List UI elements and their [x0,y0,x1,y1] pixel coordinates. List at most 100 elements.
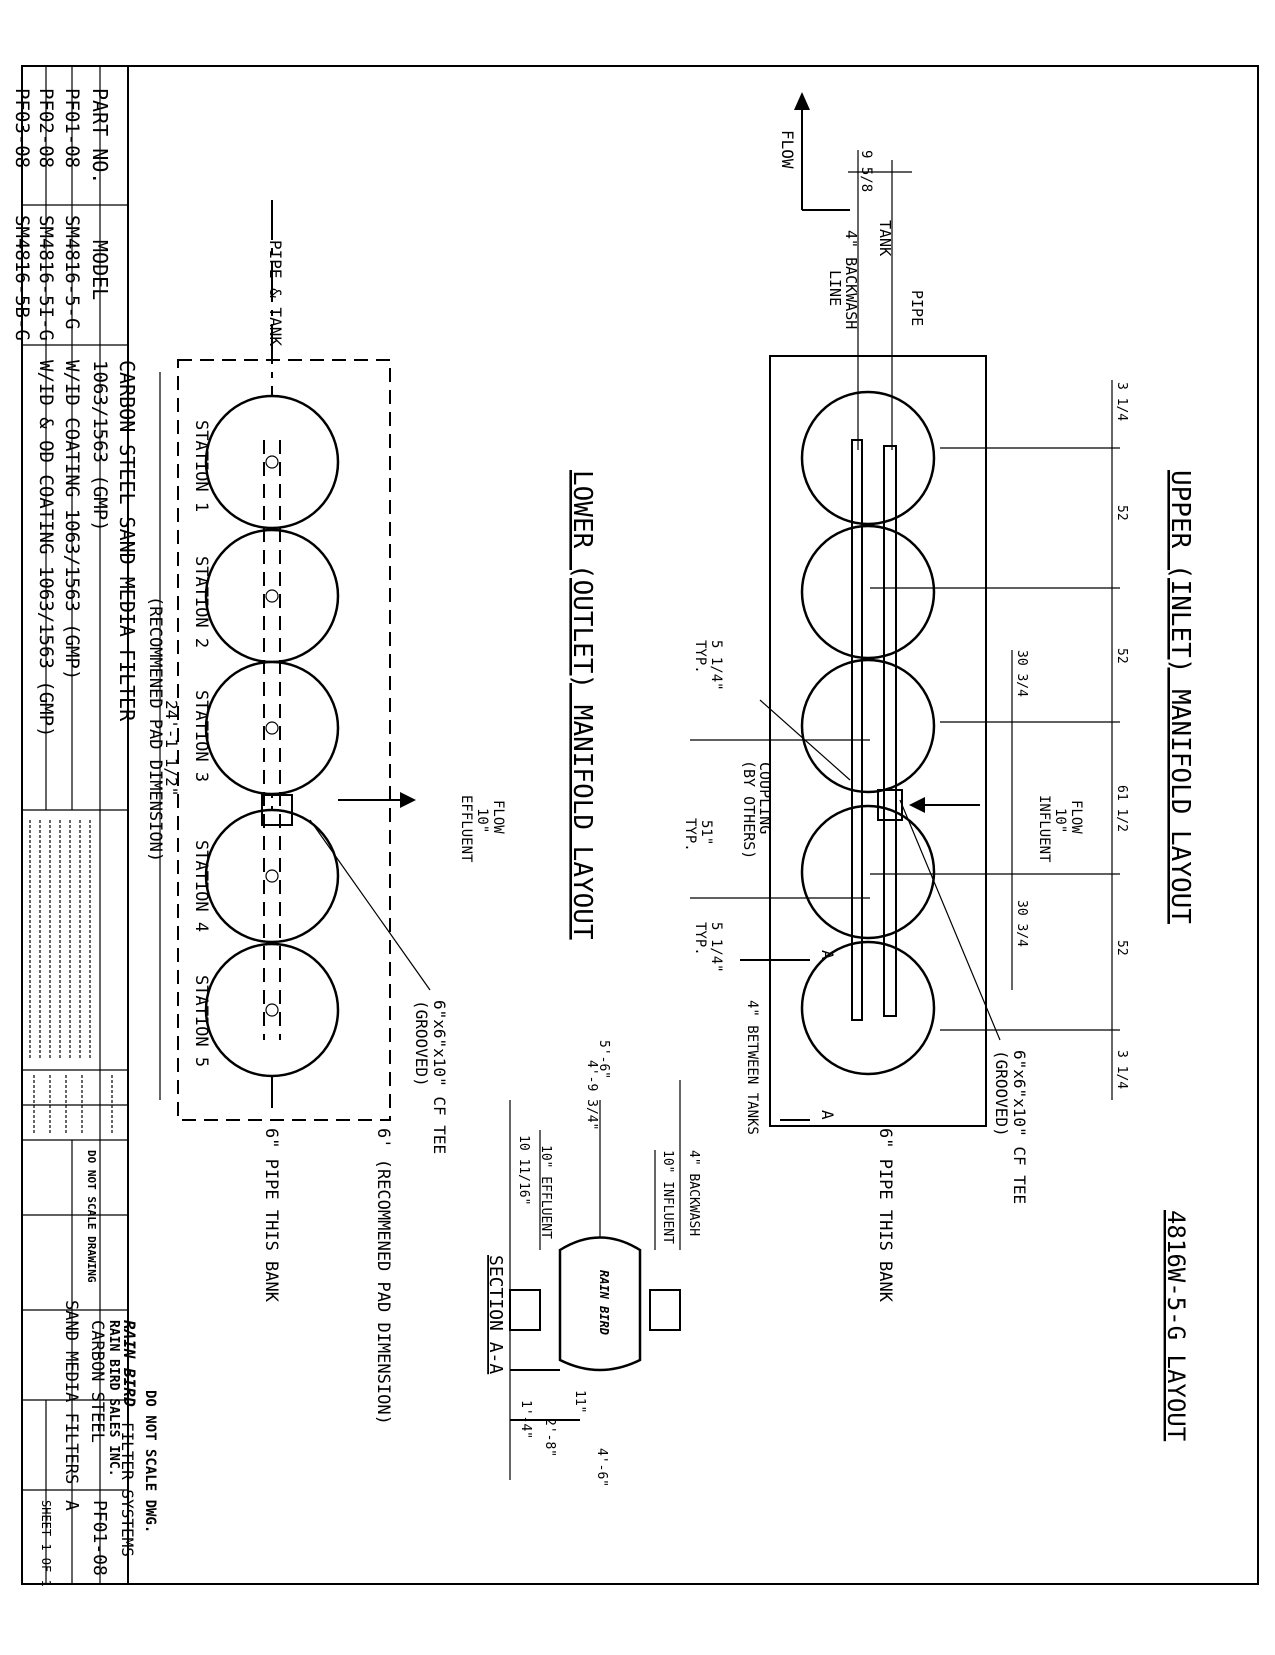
layout-title: 4816W-5-G LAYOUT [1162,1210,1190,1441]
backwash-flow-arrow [794,92,810,110]
parts-header-desc: CARBON STEEL SAND MEDIA FILTER [115,360,139,722]
section-a-a: RAIN BIRD 5'-6" 4'-9 3/4" 10 11/16" 4" B… [485,1040,701,1487]
upper-dim-inner-1: 30 3/4 [1014,650,1029,697]
backwash-flow-label: FLOW [778,130,797,169]
drawing-part-no: PF01-08 [89,1500,110,1576]
backwash-line-label: 4" BACKWASH [842,230,860,329]
part-row-1-model: SM4816-5-G [61,215,83,329]
section-effluent-valve [509,1289,541,1331]
lower-length-dim: 24'-1 1/2" [162,700,181,796]
influent-label: INFLUENT [1036,795,1052,863]
part-row-2-model: SM4816-5I-G [35,215,57,341]
upper-manifold-title: UPPER (INLET) MANIFOLD LAYOUT [1165,470,1195,924]
lower-tank-1 [204,394,340,530]
effluent-size: 10" [474,808,490,833]
lower-pipe-bank: 6" PIPE THIS BANK [261,1128,281,1303]
proprietary-notice [29,820,91,1060]
upper-tank-3 [800,658,936,794]
section-right-dim-2: 1'-4" [518,1400,533,1439]
section-right-dim-1: 11" [572,1390,587,1413]
lower-manifold-title: LOWER (OUTLET) MANIFOLD LAYOUT [567,470,597,940]
section-right-dim-4: 4'-6" [594,1448,609,1487]
backwash-line-label-2: LINE [826,270,844,306]
section-dim-1: 5'-6" [596,1040,611,1079]
coupling-label: COUPLING [756,762,774,834]
between-tanks-label: 4" BETWEEN TANKS [744,1000,760,1135]
drawing-title-2: SAND MEDIA FILTERS [61,1300,81,1484]
influent-flow-label: FLOW [1068,800,1084,834]
part-row-2-no: PF02-08 [35,88,57,168]
upper-dim-3: 52 [1114,648,1129,664]
section-influent-valve [649,1289,681,1331]
drawing-title-1: CARBON STEEL [87,1320,107,1443]
effluent-label: EFFLUENT [458,795,474,863]
typ-dim-2-typ: TYP. [682,818,698,852]
title-block: DO NOT SCALE DRAWING RAIN BIRD RAIN BIRD… [22,810,158,1587]
upper-dim-1: 3 1/4 [1114,382,1129,421]
section-dim-2: 4'-9 3/4" [584,1060,599,1130]
section-mark-a-1: A [818,950,837,960]
upper-manifold: 3 1/4 52 52 61 1/2 52 3 1/4 30 3/4 30 3/… [682,92,1129,1303]
upper-dim-6: 3 1/4 [1114,1050,1129,1089]
lower-tank-3 [204,660,340,796]
section-mark-a-2: A [818,1110,837,1120]
upper-inlet-pipe [883,445,897,1017]
pipe-cl-label: PIPE [908,290,926,326]
effluent-flow-arrow [400,792,416,808]
lower-tank-5 [204,942,340,1078]
station-5-label: STATION 5 [191,975,211,1067]
lower-pad-note: (RECOMMENED PAD DIMENSION) [145,596,165,862]
influent-flow-arrow [909,797,925,813]
part-row-1-no: PF01-08 [61,88,83,168]
drawing-rev: A [61,1500,82,1511]
upper-pad-outline [769,355,987,1127]
section-title: SECTION A-A [485,1255,506,1374]
part-row-2-desc: W/ID COATING 1063/1563 (GMP) [61,360,83,680]
do-not-scale-note: DO NOT SCALE DWG. [142,1390,158,1533]
lower-pad-outline [177,359,391,1121]
lower-tee [261,794,293,826]
do-not-scale-drawing: DO NOT SCALE DRAWING [85,1150,98,1283]
lower-tank-2 [204,528,340,664]
typ-dim-1: 5 1/4" [708,640,724,691]
station-1-label: STATION 1 [191,420,211,512]
section-influent: 10" INFLUENT [660,1150,675,1244]
part-row-1-desc: 1063/1563 (GMP) [89,360,111,532]
upper-tank-5 [800,940,936,1076]
station-2-label: STATION 2 [191,556,211,648]
nine-five-eight: 9 5/8 [858,150,874,192]
section-tank [558,1236,642,1372]
coupling-by-others: (BY OTHERS) [740,760,758,859]
effluent-flow-label: FLOW [490,800,506,834]
part-row-3-no: PF03-08 [11,88,33,168]
station-3-label: STATION 3 [191,690,211,782]
typ-dim-1-typ: TYP. [692,640,708,674]
lower-manifold: STATION 1 STATION 2 STATION 3 STATION 4 … [145,200,506,1425]
station-4-label: STATION 4 [191,840,211,932]
lower-tee-grooved: (GROOVED) [412,1000,431,1087]
tolerance-notes [33,1075,113,1135]
section-backwash: 4" BACKWASH [686,1150,701,1236]
upper-tank-1 [800,390,936,526]
sheet-number: SHEET 1 OF 1 [39,1500,53,1587]
influent-size: 10" [1052,808,1068,833]
product-line: FILTER SYSTEMS [118,1422,137,1557]
typ-dim-2: 51" [698,820,714,845]
division-name: RAIN BIRD SALES INC. [106,1320,121,1477]
section-brand: RAIN BIRD [597,1270,611,1335]
typ-dim-3-typ: TYP. [692,922,708,956]
upper-tank-2 [800,524,936,660]
company-logo: RAIN BIRD [120,1320,139,1407]
upper-pipe-bank: 6" PIPE THIS BANK [875,1128,895,1303]
sheet-border [21,65,1259,1585]
section-right-dim-3: 2'-8" [542,1418,557,1457]
upper-tee-label: 6"x6"x10" CF TEE [1010,1050,1029,1204]
upper-dim-inner-2: 30 3/4 [1014,900,1029,947]
parts-table: PART NO. MODEL CARBON STEEL SAND MEDIA F… [11,66,139,1584]
lower-tank-4 [204,808,340,944]
upper-dim-5: 52 [1114,940,1129,956]
part-row-3-model: SM4816-5B-G [11,215,33,341]
upper-tee-grooved: (GROOVED) [992,1050,1011,1137]
section-effluent: 10" EFFLUENT [538,1145,553,1239]
